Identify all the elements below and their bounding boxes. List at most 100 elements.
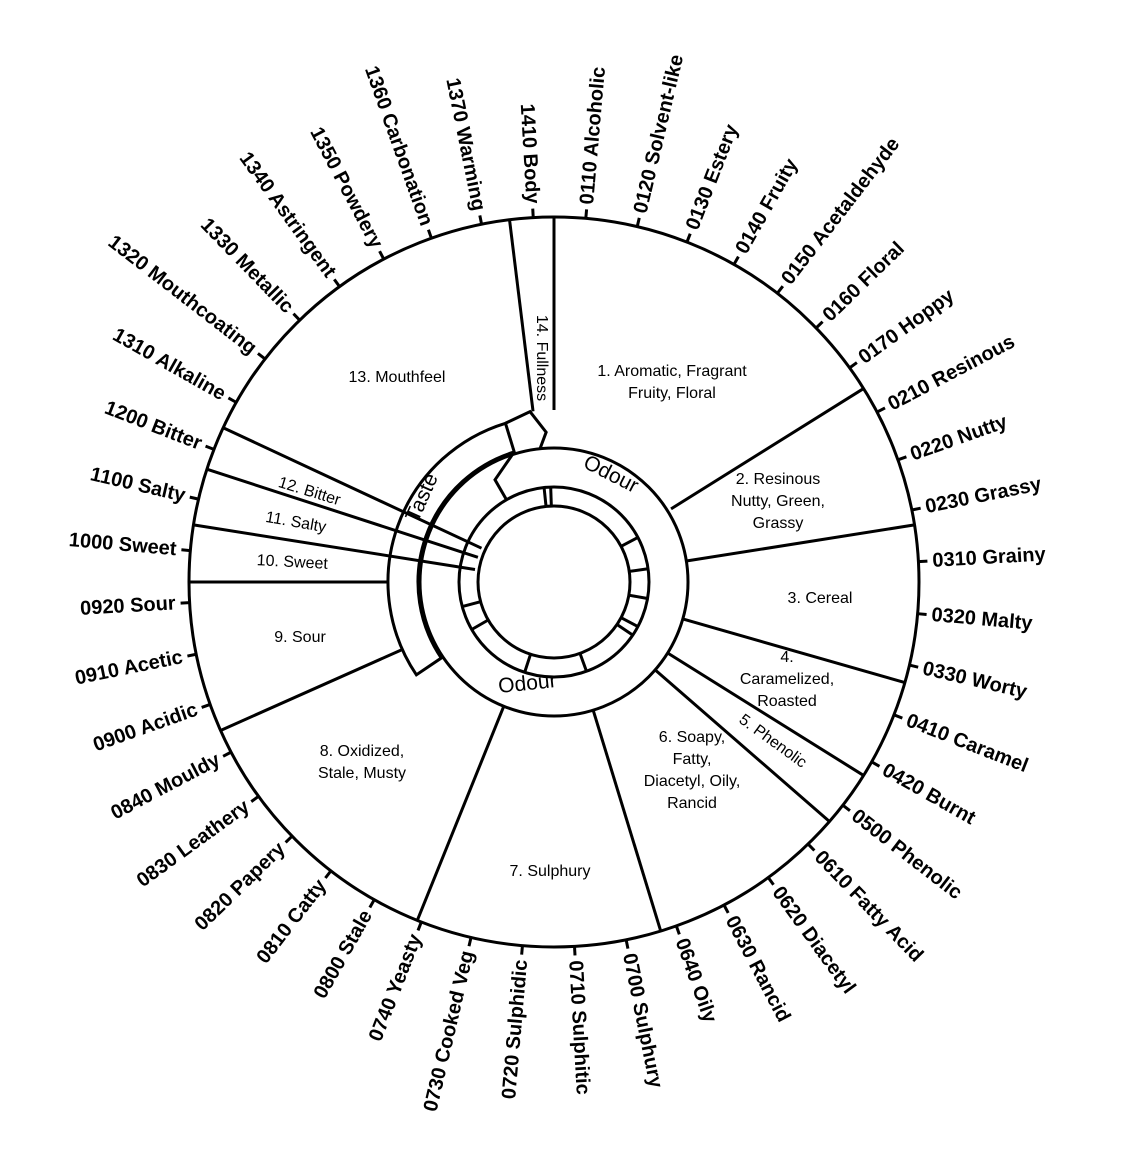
outer-tick [201,703,211,709]
outer-tick [467,937,473,947]
segment-divider [415,705,506,921]
outer-tick [848,361,858,370]
flavour-label: 0700 Sulphury [618,951,667,1090]
flavour-label: 0210 Resinous [884,331,1018,416]
odour-ring-inner [457,485,651,679]
flavour-label: 0420 Burnt [878,759,979,829]
segment-label-line: 11. Salty [264,509,327,536]
outer-tick [189,495,199,501]
outer-tick [416,921,423,931]
outer-tick [324,869,333,879]
inner-ring-tick [628,593,648,600]
segment-14-label: 14. Fullness [533,315,550,401]
flavour-label: 1370 Warming [441,76,489,213]
flavour-label: 0640 Oily [671,935,721,1026]
outer-tick [807,842,816,852]
flavour-label: 0620 Diacetyl [768,882,860,998]
outer-tick [911,506,921,512]
ring-label-odour-bottom: Odour [497,669,557,698]
flavour-label: 0120 Solvent-like [630,52,688,215]
flavour-label: 0710 Sulphitic [564,960,594,1096]
flavour-label: 0920 Sour [80,592,177,619]
flavour-label: 1000 Sweet [68,529,178,560]
inner-ring-tick [542,487,548,507]
outer-tick [187,652,197,658]
outer-tick [180,601,190,605]
flavour-label: 0910 Acetic [73,646,185,689]
segment-divider [654,668,831,823]
segment-label-line: 9. Sour [274,629,326,646]
inner-ring-tick [461,600,481,609]
inner-ring-tick [549,487,553,507]
segment-label-line: Rancid [667,795,717,812]
flavour-label: 0170 Hoppy [854,284,959,368]
flavour-label: 1350 Powdery [305,124,387,253]
outer-tick [776,285,785,295]
flavour-label: 0140 Fruity [731,154,803,257]
outer-tick [250,795,260,803]
outer-tick [181,548,191,553]
segment-label-line: 10. Sweet [256,552,329,573]
flavour-label: 0310 Grainy [932,543,1047,571]
outer-tick [205,444,215,451]
segment-label-line: 6. Soapy, [659,729,725,746]
segment-label-line: 2. Resinous [736,471,821,488]
outer-tick [257,352,266,361]
segment-6-label: 6. Soapy,Fatty,Diacetyl, Oily,Rancid [644,729,741,812]
outer-tick [584,209,589,219]
segment-label-line: Diacetyl, Oily, [644,773,741,790]
segment-7-label: 7. Sulphury [510,863,591,880]
flavour-label: 0730 Cooked Veg [420,949,479,1114]
inner-ring-tick [470,618,489,631]
inner-ring-tick [629,567,649,573]
flavour-label: 1360 Carbonation [360,63,437,228]
segment-divider [682,617,906,685]
flavour-label: 0900 Acidic [90,699,200,756]
segment-label-line: 8. Oxidized, [320,743,404,760]
outer-tick [909,663,919,669]
inner-ring-tick [616,623,634,637]
outer-tick [732,255,740,266]
flavour-label: 1100 Salty [88,463,188,507]
outer-tick [876,406,886,414]
outer-tick [478,215,484,225]
outer-tick [635,217,641,227]
flavour-label: 0630 Rancid [721,912,795,1026]
flavour-label: 0330 Worty [921,658,1030,704]
flavour-label: 0800 Stale [310,906,377,1002]
outer-tick [918,559,928,564]
inner-circle [476,504,632,660]
outer-tick [284,835,294,844]
taste-hook [493,409,548,500]
flavour-label: 0220 Nutty [907,411,1011,466]
segment-label-line: 3. Cereal [788,590,853,607]
outer-tick [292,312,301,322]
outer-tick [368,898,376,909]
flavour-label: 0410 Caramel [903,710,1031,777]
flavour-label: 0720 Sulphidic [498,959,532,1100]
odour-ring-outer [418,446,690,718]
flavour-label: 0840 Mouldy [107,749,224,825]
wheel-structure [187,215,921,949]
segment-divider [206,467,479,559]
flavour-label: 0820 Papery [191,837,291,935]
segment-label-line: Nutty, Green, [731,493,825,510]
outer-tick [870,760,881,768]
segment-label-line: 7. Sulphury [510,863,591,880]
outer-tick [378,250,386,260]
flavour-label: 0160 Floral [819,238,909,327]
segment-label-line: Grassy [753,515,804,532]
segment-10-label: 10. Sweet [256,552,329,573]
outer-tick [767,876,775,886]
segment-label-line: 1. Aromatic, Fragrant [597,363,747,380]
inner-ring-tick [578,652,588,672]
outer-tick [520,945,524,955]
segment-label-line: Caramelized, [740,671,834,688]
flavour-label: 0740 Yeasty [365,930,427,1044]
segment-divider [670,387,865,511]
segment-divider [508,219,535,412]
segment-13-label: 13. Mouthfeel [349,369,446,386]
segment-9-label: 9. Sour [274,629,326,646]
